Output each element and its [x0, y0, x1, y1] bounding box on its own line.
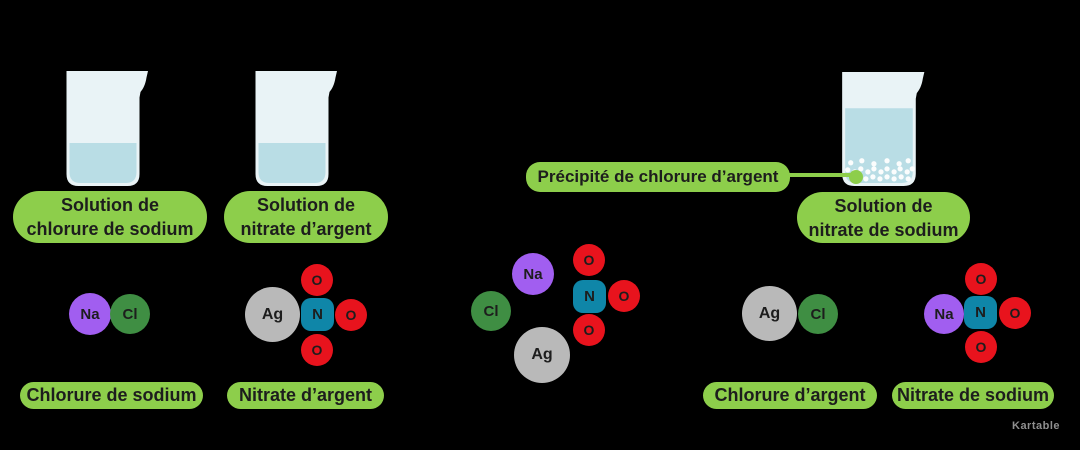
atom-symbol: Na	[934, 305, 954, 323]
label-precipitate-callout: Précipité de chlorure d’argent	[526, 162, 790, 192]
oxygen-atom: O	[335, 299, 367, 331]
oxygen-atom: O	[301, 334, 333, 366]
atom-symbol: O	[311, 342, 323, 358]
beaker-liquid	[845, 108, 913, 183]
atom-symbol: N	[975, 304, 986, 321]
label-line: Nitrate d’argent	[238, 385, 373, 405]
atom-symbol: Cl	[810, 305, 826, 323]
atom-symbol: O	[1009, 305, 1021, 321]
callout-connector-line	[788, 173, 856, 177]
atom-symbol: N	[312, 306, 323, 323]
label-line: Solution de	[834, 195, 933, 216]
nitrogen-atom: N	[964, 296, 997, 329]
label-line: Chlorure d’argent	[714, 385, 866, 405]
oxygen-atom: O	[999, 297, 1031, 329]
silver-ion: Ag	[514, 327, 570, 383]
label-compound-sodium-nitrate: Nitrate de sodium	[892, 382, 1054, 409]
label-line: nitrate de sodium	[808, 219, 959, 240]
atom-symbol: O	[311, 272, 323, 288]
oxygen-atom: O	[573, 314, 605, 346]
label-compound-silver-chloride: Chlorure d’argent	[703, 382, 877, 409]
label-solution-sodium-nitrate: Solution de nitrate de sodium	[797, 192, 970, 243]
atom-symbol: Na	[80, 305, 100, 323]
oxygen-atom: O	[965, 331, 997, 363]
atom-symbol: Cl	[483, 302, 499, 320]
chlorine-atom: Cl	[110, 294, 150, 334]
label-solution-silver-nitrate: Solution de nitrate d’argent	[224, 191, 388, 243]
watermark-logo: Kartable	[1012, 420, 1061, 432]
label-line: nitrate d’argent	[240, 219, 372, 239]
atom-symbol: O	[583, 322, 595, 338]
beaker-silver-nitrate	[255, 71, 337, 186]
beaker-sodium-chloride	[66, 71, 148, 186]
nitrogen-atom: N	[301, 298, 334, 331]
label-line: Solution de	[61, 195, 159, 215]
beaker-sodium-nitrate-precipitate	[842, 72, 925, 186]
atom-symbol: O	[975, 271, 987, 287]
atom-symbol: Cl	[122, 305, 138, 323]
dissociated-ions-group: Na Cl Ag O O O N	[471, 244, 640, 384]
chlorine-atom: Cl	[798, 294, 838, 334]
molecule-silver-chloride: Ag Cl	[742, 286, 838, 342]
nitrogen-atom: N	[573, 280, 606, 313]
sodium-ion: Na	[512, 253, 554, 295]
molecule-sodium-nitrate: Na O O O N	[924, 263, 1032, 364]
silver-atom: Ag	[245, 287, 300, 342]
label-compound-sodium-chloride: Chlorure de sodium	[20, 382, 203, 409]
oxygen-atom: O	[573, 244, 605, 276]
atom-symbol: O	[975, 339, 987, 355]
molecule-silver-nitrate: Ag O O O N	[245, 264, 368, 366]
molecule-sodium-chloride: Na Cl	[69, 293, 151, 335]
atom-symbol: Ag	[261, 305, 284, 323]
atom-symbol: O	[345, 307, 357, 323]
oxygen-atom: O	[608, 280, 640, 312]
atom-symbol: N	[584, 288, 595, 305]
sodium-atom: Na	[924, 294, 964, 334]
atom-symbol: Ag	[758, 304, 781, 322]
oxygen-atom: O	[965, 263, 997, 295]
sodium-atom: Na	[69, 293, 111, 335]
label-line: Solution de	[257, 195, 355, 215]
label-line: Précipité de chlorure d’argent	[537, 167, 779, 186]
atom-symbol: Na	[523, 265, 543, 283]
label-line: chlorure de sodium	[26, 219, 194, 239]
label-line: Nitrate de sodium	[896, 385, 1050, 405]
silver-atom: Ag	[742, 286, 797, 341]
beaker-liquid	[258, 143, 326, 183]
label-line: Chlorure de sodium	[26, 385, 197, 405]
atom-symbol: Ag	[531, 346, 553, 363]
atom-symbol: O	[618, 288, 630, 304]
oxygen-atom: O	[301, 264, 333, 296]
label-compound-silver-nitrate: Nitrate d’argent	[227, 382, 384, 409]
beaker-liquid	[69, 143, 137, 183]
atom-symbol: O	[583, 252, 595, 268]
chloride-ion: Cl	[471, 291, 511, 331]
label-solution-sodium-chloride: Solution de chlorure de sodium	[13, 191, 207, 243]
callout-connector-dot	[849, 170, 863, 184]
